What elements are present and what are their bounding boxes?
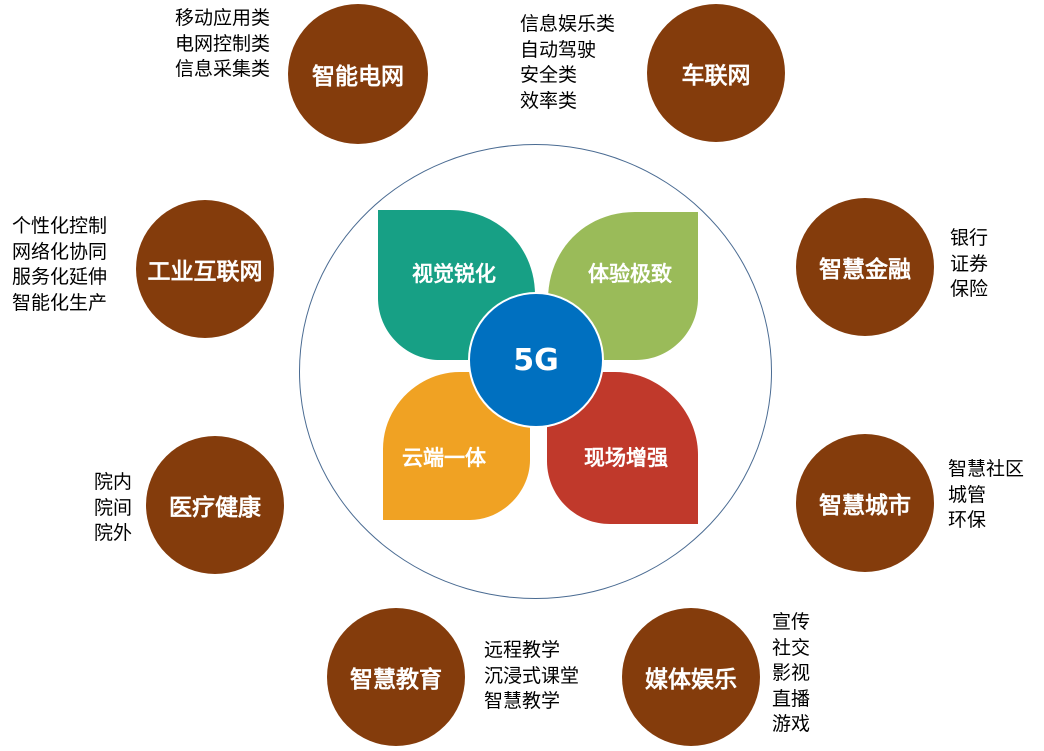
node-label: 智慧金融 — [819, 257, 911, 283]
node-item: 智能化生产 — [12, 291, 108, 314]
node-item: 远程教学 — [484, 639, 561, 661]
node-label: 工业互联网 — [147, 259, 263, 285]
node-item: 证券 — [950, 252, 989, 275]
node-healthcare: 医疗健康 — [146, 436, 284, 574]
node-item: 电网控制类 — [174, 32, 270, 55]
node-item: 个性化控制 — [12, 215, 108, 237]
node-item: 院内 — [94, 471, 133, 493]
node-item: 影视 — [772, 662, 811, 684]
node-item: 直播 — [772, 687, 811, 710]
node-items-smart-grid: 移动应用类 电网控制类 信息采集类 — [175, 6, 270, 83]
node-item: 沉浸式课堂 — [484, 664, 580, 687]
node-label: 车联网 — [681, 63, 751, 89]
node-items-media-entertainment: 宣传 社交 影视 直播 游戏 — [772, 610, 810, 738]
node-item: 城管 — [948, 483, 987, 506]
node-item: 信息娱乐类 — [520, 13, 616, 35]
node-smart-finance: 智慧金融 — [796, 198, 934, 336]
outer-ring — [299, 144, 772, 599]
node-label: 医疗健康 — [169, 495, 261, 521]
node-label: 智能电网 — [312, 64, 404, 90]
node-item: 宣传 — [772, 611, 811, 633]
node-item: 智慧社区 — [948, 458, 1025, 480]
hub-label: 5G — [513, 342, 559, 378]
node-items-iov: 信息娱乐类 自动驾驶 安全类 效率类 — [520, 12, 615, 114]
node-label: 智慧城市 — [819, 493, 911, 519]
node-item: 信息采集类 — [174, 58, 270, 80]
node-item: 保险 — [950, 278, 989, 300]
node-items-industrial-internet: 个性化控制 网络化协同 服务化延伸 智能化生产 — [12, 214, 107, 316]
node-item: 网络化协同 — [12, 240, 108, 263]
node-item: 安全类 — [520, 64, 578, 86]
node-smart-grid: 智能电网 — [288, 4, 428, 144]
node-smart-city: 智慧城市 — [796, 434, 934, 572]
node-iov: 车联网 — [647, 4, 785, 142]
petal-label: 体验极致 — [588, 262, 672, 286]
node-item: 服务化延伸 — [12, 266, 108, 288]
node-item: 社交 — [772, 636, 811, 659]
petal-label: 现场增强 — [584, 446, 668, 470]
node-items-smart-finance: 银行 证券 保险 — [950, 226, 988, 303]
node-item: 移动应用类 — [174, 7, 270, 29]
node-media-entertainment: 媒体娱乐 — [622, 608, 760, 746]
node-item: 银行 — [950, 227, 989, 249]
node-items-smart-education: 远程教学 沉浸式课堂 智慧教学 — [484, 638, 579, 715]
petal-label: 视觉锐化 — [412, 262, 496, 286]
node-item: 环保 — [948, 509, 987, 531]
node-label: 智慧教育 — [350, 667, 442, 693]
node-item: 院外 — [94, 522, 133, 544]
node-item: 效率类 — [520, 89, 578, 112]
node-items-healthcare: 院内 院间 院外 — [94, 470, 132, 547]
petal-label: 云端一体 — [402, 446, 486, 470]
node-label: 媒体娱乐 — [645, 667, 737, 693]
node-item: 智慧教学 — [484, 690, 561, 712]
node-industrial-internet: 工业互联网 — [136, 200, 274, 338]
node-item: 游戏 — [772, 713, 811, 735]
petal-onsite-enhancement — [547, 372, 698, 524]
node-items-smart-city: 智慧社区 城管 环保 — [948, 457, 1024, 534]
node-item: 自动驾驶 — [520, 38, 597, 61]
hub-5g: 5G — [468, 292, 604, 428]
node-smart-education: 智慧教育 — [327, 608, 465, 746]
node-item: 院间 — [94, 496, 133, 519]
